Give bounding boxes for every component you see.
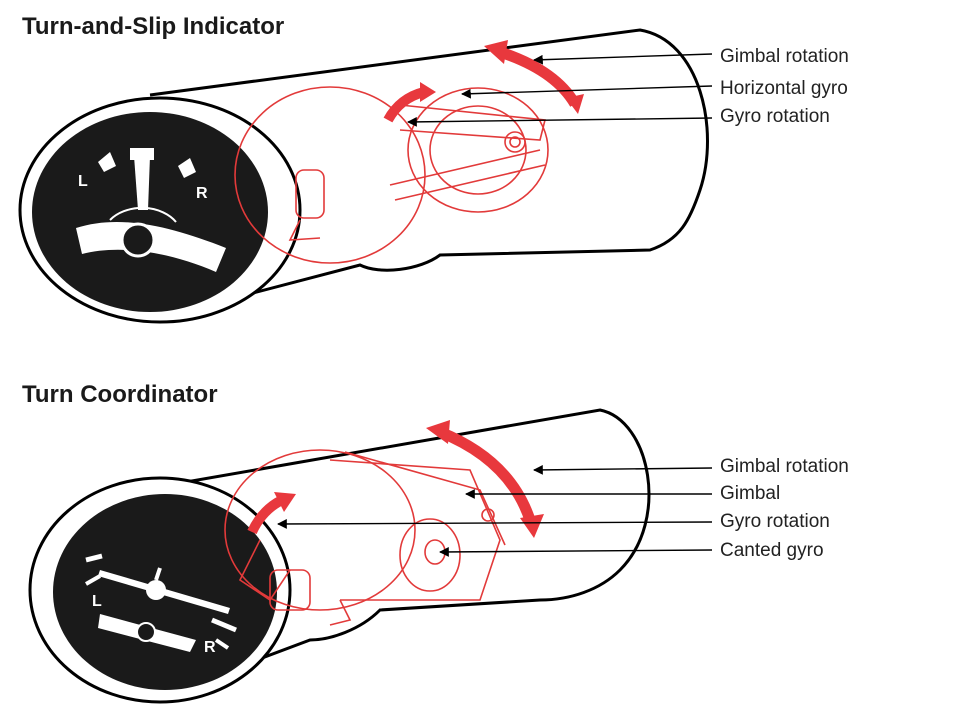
- label-gimbal-rotation: Gimbal rotation: [720, 46, 849, 67]
- tc-gimbal-arrowhead-b: [520, 514, 544, 538]
- turn-slip-right-mark: R: [196, 185, 208, 202]
- turn-coordinator-illustration: L R: [28, 408, 713, 704]
- turn-slip-needle: [134, 156, 150, 210]
- turn-slip-needle-tip: [130, 148, 154, 160]
- turn-slip-left-index: [98, 152, 116, 172]
- turn-coordinator-housing: [139, 408, 651, 702]
- turn-coordinator-airplane-center: [146, 580, 166, 600]
- label-canted-gyro: Canted gyro: [720, 540, 824, 561]
- label-gyro-rotation: Gyro rotation: [720, 106, 830, 127]
- turn-slip-mechanism: [234, 86, 549, 264]
- turn-slip-gimbal-arrowhead-b: [566, 94, 584, 114]
- leader-line: [407, 116, 713, 127]
- label-horizontal-gyro: Horizontal gyro: [720, 78, 848, 99]
- turn-slip-housing: [149, 28, 709, 322]
- turn-coordinator-right-mark: R: [204, 639, 216, 656]
- leader-line: [439, 547, 713, 557]
- left-bank-mark: [85, 574, 101, 586]
- label-gimbal-rotation: Gimbal rotation: [720, 456, 849, 477]
- tc-gyro-arrowhead: [274, 492, 296, 512]
- leader-line: [533, 53, 713, 65]
- turn-coordinator-ball: [136, 622, 156, 642]
- turn-slip-right-index: [178, 158, 196, 178]
- right-index-mark: [211, 617, 237, 633]
- turn-slip-dial-face: [32, 112, 268, 312]
- turn-slip-ball: [120, 222, 156, 258]
- turn-slip-left-mark: L: [78, 173, 88, 190]
- left-index-mark: [85, 553, 103, 563]
- airplane-tail: [154, 567, 162, 581]
- label-gimbal: Gimbal: [720, 483, 780, 504]
- leader-line: [277, 519, 713, 529]
- turn-coordinator-left-mark: L: [92, 593, 102, 610]
- turn-coordinator-title: Turn Coordinator: [22, 381, 218, 408]
- tc-gimbal-arrowhead-a: [426, 420, 450, 444]
- turn-coordinator-gyro-rotation-arrow: [247, 495, 285, 535]
- turn-slip-gyro-arrowhead: [420, 82, 436, 102]
- leader-line: [461, 85, 713, 99]
- turn-slip-gimbal-arrowhead-a: [484, 40, 508, 64]
- turn-slip-illustration: L R: [18, 28, 713, 324]
- right-bank-mark: [214, 638, 230, 650]
- turn-slip-title: Turn-and-Slip Indicator: [22, 13, 284, 40]
- turn-coordinator-gimbal-rotation-arrow: [437, 426, 536, 522]
- label-gyro-rotation: Gyro rotation: [720, 511, 830, 532]
- leader-line: [533, 465, 713, 475]
